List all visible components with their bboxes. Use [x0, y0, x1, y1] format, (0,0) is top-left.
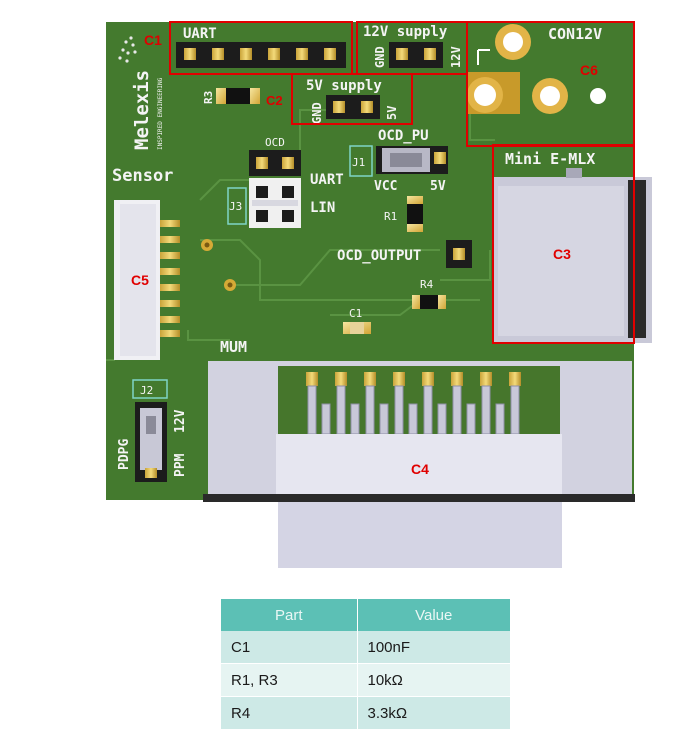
j1-label: J1 — [352, 156, 365, 169]
r3-label: R3 — [202, 91, 215, 104]
ocd-pu-header — [376, 146, 448, 174]
callout-box-c3 — [492, 144, 635, 344]
uart-label: UART — [310, 172, 344, 188]
mum-label: MUM — [220, 338, 247, 356]
callout-c5: C5 — [131, 272, 149, 288]
part-cell: R1, R3 — [221, 663, 358, 697]
con12v-label: CON12V — [548, 25, 602, 43]
brand-text: Melexis — [131, 70, 153, 150]
c1-capacitor — [343, 322, 371, 334]
mum-connector — [203, 361, 635, 568]
parts-table: Part Value C1 100nF R1, R3 10kΩ R4 3.3kΩ — [221, 599, 510, 730]
table-row: R1, R3 10kΩ — [221, 663, 510, 697]
value-cell: 100nF — [357, 631, 510, 664]
v5-5v-label: 5V — [385, 106, 399, 120]
r4-label: R4 — [420, 278, 434, 291]
mini-emlx-label: Mini E-MLX — [505, 150, 595, 168]
value-cell: 10kΩ — [357, 663, 510, 697]
ocd-output-label: OCD_OUTPUT — [337, 248, 421, 264]
via-pads — [201, 239, 236, 291]
pdpg-label: PDPG — [117, 439, 132, 470]
supply-5v-header — [326, 95, 380, 119]
r1-resistor — [407, 196, 423, 232]
mini-emlx-connector — [492, 168, 652, 343]
parts-table-header-row: Part Value — [221, 599, 510, 631]
j2-outline — [132, 379, 168, 399]
sensor-connector — [114, 200, 180, 360]
col-header-part: Part — [221, 599, 358, 631]
j3-outline — [227, 187, 247, 225]
con12v-connector — [467, 24, 606, 114]
lin-label: LIN — [310, 200, 335, 216]
supply-12v-header — [389, 42, 443, 68]
pcb-diagram: Melexis INSPIRED ENGINEERING UART C1 12V… — [106, 21, 652, 568]
j1-outline — [349, 145, 373, 177]
callout-c1: C1 — [144, 32, 162, 48]
callout-box-c1 — [169, 21, 353, 75]
v12-pdpg-label: 12V — [173, 409, 188, 433]
v12-12v-label: 12V — [449, 46, 463, 68]
tagline-text: INSPIRED ENGINEERING — [157, 77, 164, 150]
col-header-value: Value — [357, 599, 510, 631]
ppm-label: PPM — [173, 453, 188, 477]
uart-lin-jumper — [249, 178, 301, 228]
supply-12v-label: 12V supply — [363, 24, 448, 40]
r3-resistor — [216, 88, 260, 104]
part-cell: C1 — [221, 631, 358, 664]
c1-label: C1 — [349, 307, 362, 320]
supply-5v-label: 5V supply — [306, 78, 382, 94]
callout-c2: C2 — [266, 93, 283, 108]
j3-label: J3 — [229, 200, 242, 213]
j2-header — [135, 402, 167, 482]
callout-c3: C3 — [553, 246, 571, 262]
gnd-5v-label: GND — [310, 102, 324, 124]
gnd-12v-label: GND — [373, 46, 387, 68]
r1-label: R1 — [384, 210, 397, 223]
callout-c4: C4 — [411, 461, 429, 477]
v5-label: 5V — [430, 179, 446, 194]
table-row: R4 3.3kΩ — [221, 696, 510, 730]
uart-top-label: UART — [183, 26, 217, 42]
value-cell: 3.3kΩ — [357, 696, 510, 730]
vcc-label: VCC — [374, 179, 397, 194]
r4-resistor — [412, 295, 446, 309]
callout-c6: C6 — [580, 62, 598, 78]
ocd-pu-label: OCD_PU — [378, 128, 429, 144]
uart-header — [176, 42, 346, 68]
table-row: C1 100nF — [221, 631, 510, 664]
ocd-header — [249, 150, 301, 176]
supply-5v-outline — [291, 73, 413, 125]
ocd-output-pin — [446, 240, 472, 268]
melexis-logo-icon — [118, 36, 137, 63]
sensor-label: Sensor — [112, 166, 173, 186]
ocd-label: OCD — [265, 136, 285, 149]
copper-traces — [106, 90, 495, 361]
j2-label: J2 — [140, 384, 153, 397]
part-cell: R4 — [221, 696, 358, 730]
